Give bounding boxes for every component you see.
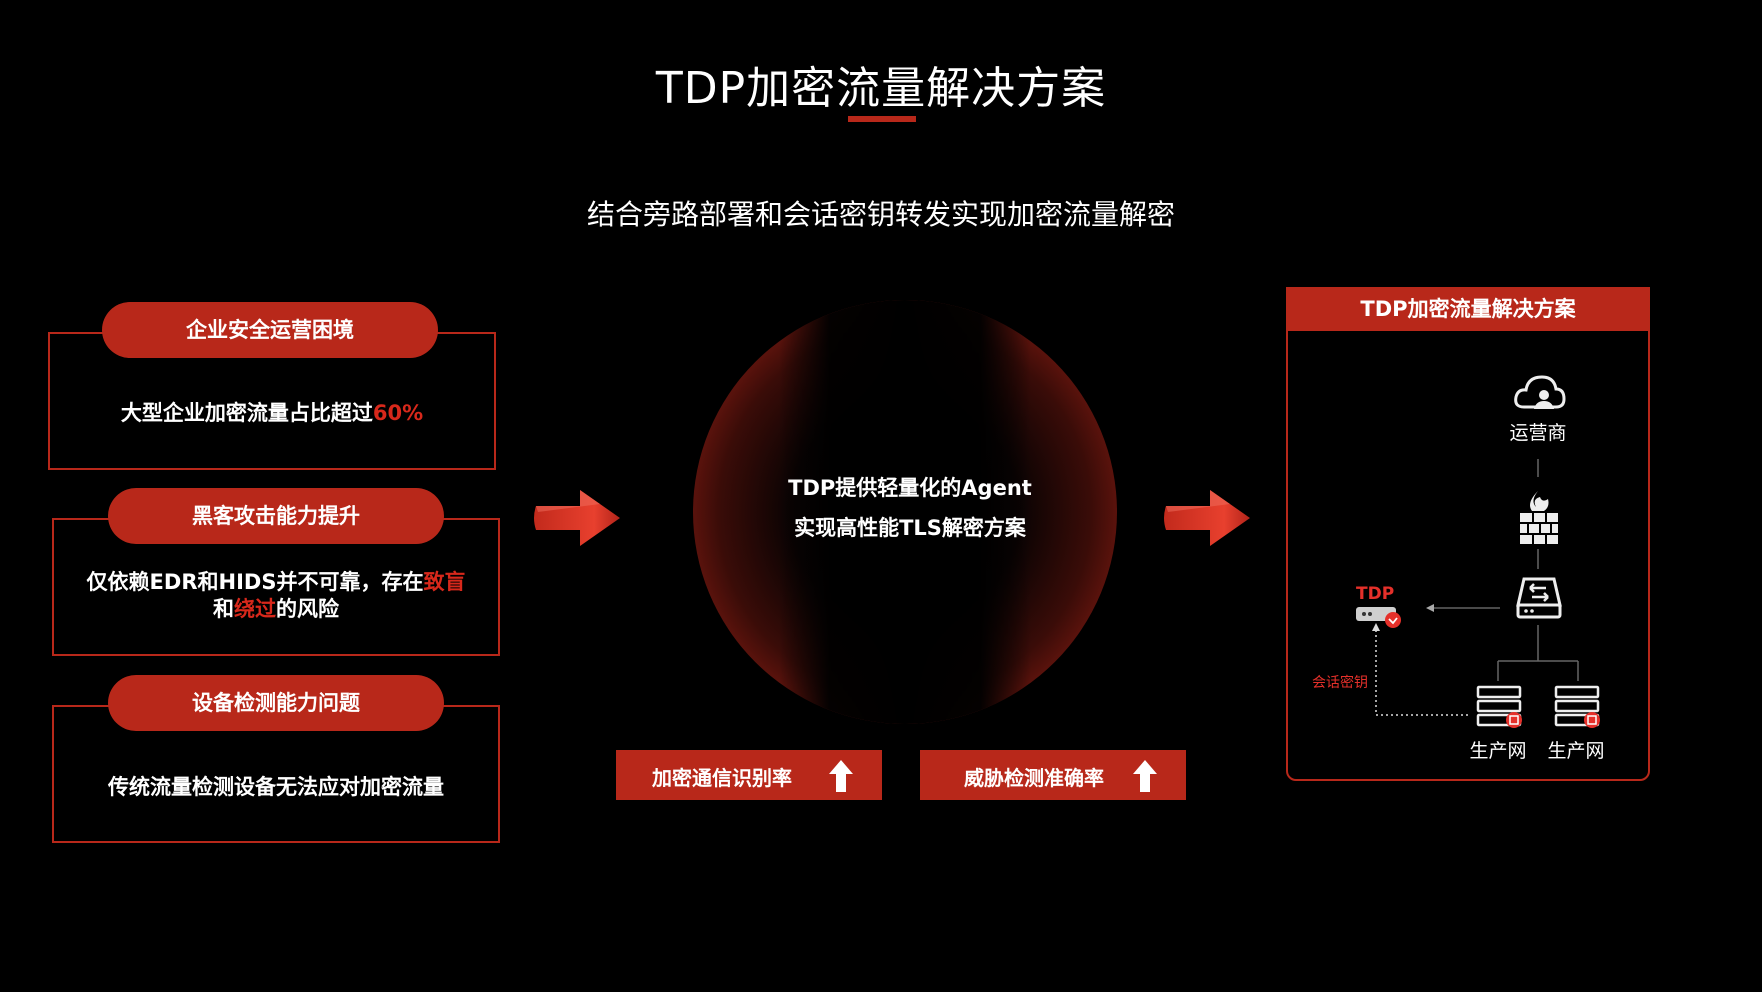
title-underline xyxy=(848,116,916,122)
server-icon xyxy=(1476,685,1522,728)
arrow-head xyxy=(1372,623,1380,631)
page-subtitle: 结合旁路部署和会话密钥转发实现加密流量解密 xyxy=(586,198,1175,231)
server-icon xyxy=(1554,685,1600,728)
badge-threat-accuracy: 威胁检测准确率 xyxy=(920,750,1186,800)
arrow-right-icon xyxy=(1164,490,1250,546)
issue-text-1-main: 大型企业加密流量占比超过 xyxy=(120,401,373,425)
cloud-user-icon xyxy=(1514,375,1566,409)
firewall-icon xyxy=(1520,491,1558,544)
arrow-head xyxy=(1426,604,1434,612)
issue-text-2-b: 和 xyxy=(213,597,234,621)
tdp-label: TDP xyxy=(1356,584,1395,604)
page-title: TDP加密流量解决方案 xyxy=(655,63,1107,114)
issue-text-2: 仅依赖EDR和HIDS并不可靠，存在致盲 和绕过的风险 xyxy=(52,569,500,623)
topology-diagram xyxy=(1356,375,1600,728)
arrow-up-icon xyxy=(1133,760,1157,792)
badge-encrypted-recognition: 加密通信识别率 xyxy=(616,750,882,800)
issue-heading-1: 企业安全运营困境 xyxy=(102,302,438,358)
badge-label: 加密通信识别率 xyxy=(652,766,792,790)
arrow-up-icon xyxy=(829,760,853,792)
issue-text-2-highlight-b: 绕过 xyxy=(234,597,276,621)
center-text-line1: TDP提供轻量化的Agent xyxy=(788,476,1032,500)
session-key-label: 会话密钥 xyxy=(1312,675,1368,691)
tdp-device-icon xyxy=(1356,607,1401,628)
sphere-core xyxy=(779,300,1031,724)
issue-text-2-c: 的风险 xyxy=(276,597,339,621)
issue-heading-3: 设备检测能力问题 xyxy=(108,675,444,731)
issue-heading-2: 黑客攻击能力提升 xyxy=(108,488,444,544)
issue-text-3-main: 传统流量检测设备无法应对加密流量 xyxy=(108,775,444,799)
arrow-right-icon xyxy=(534,490,620,546)
issue-text-2-a: 仅依赖EDR和HIDS并不可靠，存在 xyxy=(86,570,424,594)
session-key-line xyxy=(1375,631,1468,716)
issue-text-1: 大型企业加密流量占比超过60% xyxy=(48,400,496,427)
prod-net-label: 生产网 xyxy=(1547,740,1605,762)
issue-text-3: 传统流量检测设备无法应对加密流量 xyxy=(52,774,500,801)
issue-text-1-highlight: 60% xyxy=(372,401,424,425)
isp-label: 运营商 xyxy=(1509,422,1567,444)
badge-label: 威胁检测准确率 xyxy=(964,766,1104,790)
switch-icon xyxy=(1516,577,1562,619)
prod-net-label: 生产网 xyxy=(1469,740,1527,762)
center-text-line2: 实现高性能TLS解密方案 xyxy=(794,516,1026,540)
solution-header: TDP加密流量解决方案 xyxy=(1286,287,1650,331)
center-sphere xyxy=(693,300,1117,724)
issue-text-2-highlight-a: 致盲 xyxy=(423,570,466,594)
